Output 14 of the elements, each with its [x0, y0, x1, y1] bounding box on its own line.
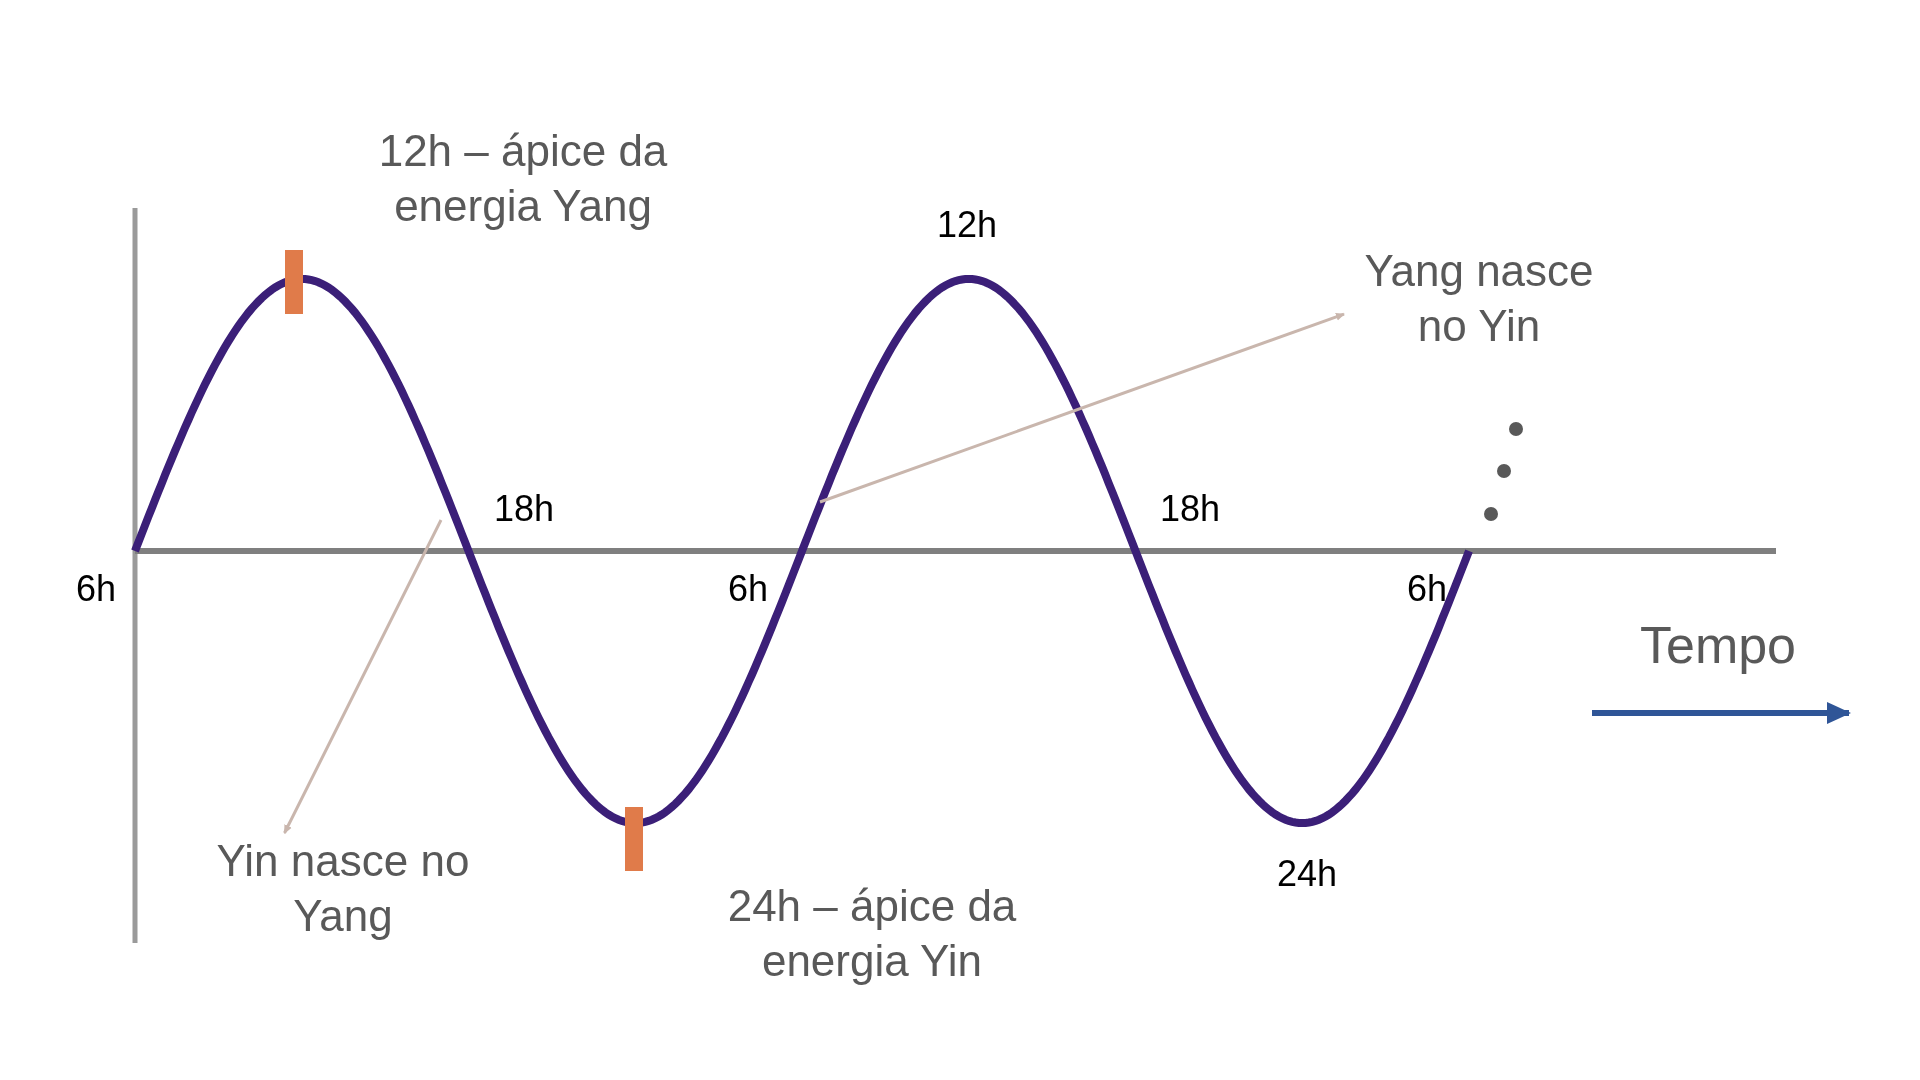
time-label: 6h [76, 566, 116, 611]
time-label: 18h [1159, 486, 1221, 531]
leader-line [283, 519, 443, 834]
time-label: 18h [493, 486, 555, 531]
time-label: 12h [936, 202, 998, 247]
leader-line [819, 312, 1345, 504]
axis-title: Tempo [1639, 614, 1797, 676]
annotation-text: 12h – ápice da energia Yang [377, 125, 669, 232]
time-label: 24h [1276, 851, 1338, 896]
annotation-text: Yin nasce no Yang [198, 833, 488, 943]
annotation-text: Yang nasce no Yin [1344, 243, 1614, 353]
time-label: 6h [1407, 566, 1447, 611]
time-label: 6h [728, 566, 768, 611]
annotation-text: 24h – ápice da energia Yin [726, 880, 1018, 987]
